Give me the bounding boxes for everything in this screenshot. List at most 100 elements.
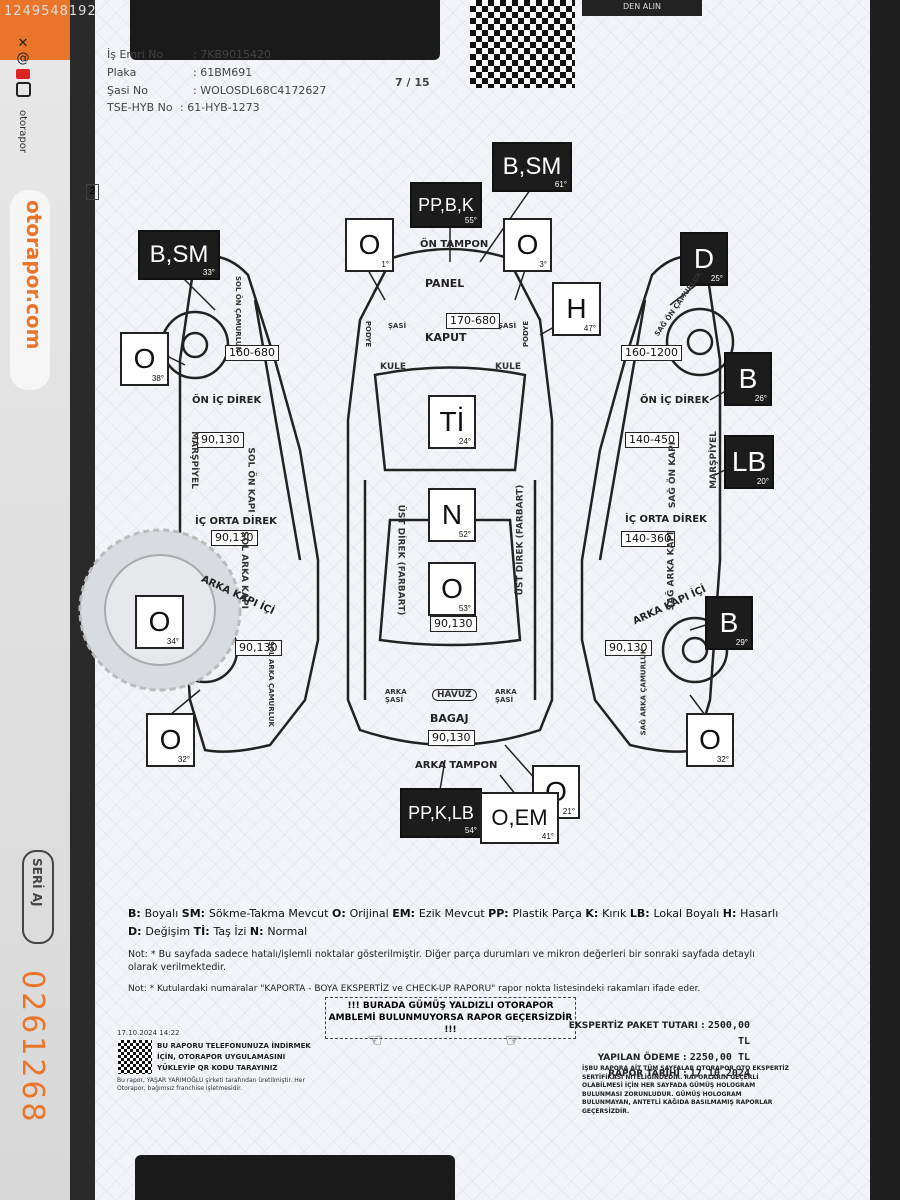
legend1-code-2: O: (331, 907, 350, 920)
label-arka-sasi-left: ARKA ŞASİ (385, 688, 407, 704)
legend1-code-5: K: (585, 907, 603, 920)
label-sasi-left: ŞASİ (388, 322, 407, 330)
legend2-code-0: D: (128, 925, 146, 938)
tarih-label: RAPOR TARİHİ : (608, 1069, 687, 1079)
legend2-code-1: Tİ: (193, 925, 214, 938)
bottom-dark-band (135, 1155, 455, 1200)
label-arka-sasi-right: ARKA ŞASİ (495, 688, 517, 704)
sasi-label: Şasi No (107, 84, 148, 97)
value-sag-on-camurluk: 160-1200 (621, 345, 682, 361)
legend2-code-2: N: (249, 925, 268, 938)
label-ust-direk-left: ÜST DİREK (FARBART) (395, 504, 406, 616)
note-2: Not: * Kutulardaki numaralar "KAPORTA - … (128, 984, 701, 994)
legend2-desc-1: Taş İzi (213, 925, 250, 938)
tarih-value: 17.10.2024 (689, 1068, 750, 1079)
footer-timestamp: 17.10.2024 14:22 (117, 1029, 180, 1037)
label-sag-on-kapi: SAĞ ÖN KAPI (668, 441, 679, 509)
legend1-code-7: H: (722, 907, 741, 920)
label-marspiyel-left: MARŞPİYEL (188, 431, 199, 489)
label-sol-arka-camurluk: SOL ARKA ÇAMURLUK (266, 641, 275, 727)
legend1-code-0: B: (128, 907, 145, 920)
footer-disclaimer: Bu rapor, YAŞAR YARIMOĞLU şirketi tarafı… (117, 1077, 305, 1092)
accent-bar (0, 0, 70, 60)
value-bagaj: 90,130 (428, 730, 475, 746)
odeme-label: YAPILAN ÖDEME : (597, 1053, 687, 1063)
legend2-desc-0: Değişim (145, 925, 194, 938)
label-sasi-right: ŞASİ (498, 322, 517, 330)
odeme-value: 2250,00 TL (689, 1052, 750, 1063)
tarih-row: RAPOR TARİHİ : 17.10.2024 (560, 1066, 750, 1082)
right-edge (870, 0, 900, 1200)
instagram-icon (15, 82, 31, 97)
value-sol-arka-kapi: 90,130 (211, 530, 258, 546)
footer-qr-code (118, 1040, 152, 1074)
top-right-text: DEN ALIN (622, 2, 661, 11)
plaka-label: Plaka (107, 66, 137, 79)
label-podye-left: PODYE (364, 320, 373, 348)
footer-right-text: İŞBU RAPORA AİT TÜM SAYFALAR OTORAPOR OT… (582, 1065, 789, 1115)
label-sag-arka-kapi: SAĞ ARKA KAPI (666, 531, 677, 611)
label-marspiyel-right: MARŞPİYEL (708, 431, 719, 489)
value-sag-on-kapi: 140-450 (625, 432, 679, 448)
label-sol-arka-kapi: SOL ARKA KAPI (238, 531, 249, 609)
label-on-ic-direk-left: ÖN İÇ DİREK (192, 395, 262, 406)
value-sag-arka-camurluk: 90,130 (605, 640, 652, 656)
legend1-code-6: LB: (629, 907, 654, 920)
label-panel: PANEL (425, 277, 465, 290)
odeme-row: YAPILAN ÖDEME : 2250,00 TL (560, 1050, 750, 1066)
legend1-desc-5: Kırık (602, 907, 630, 920)
tse-value: : 61-HYB-1273 (180, 101, 260, 114)
legend1-desc-6: Lokal Boyalı (653, 907, 723, 920)
legend-line-2: D: Değişim Tİ: Taş İzi N: Normal (128, 925, 307, 938)
label-kaput: KAPUT (425, 331, 467, 344)
top-right-tab: DEN ALIN (582, 0, 702, 16)
legend1-desc-1: Sökme-Takma Mevcut (208, 907, 332, 920)
brand-strip: 1249548192 ✕ @ otorapor otorapor.com SER… (0, 0, 96, 1200)
legend1-code-3: EM: (392, 907, 419, 920)
is-emri-label: İş Emri No (107, 48, 164, 61)
brand-pill (10, 190, 50, 390)
label-sol-on-camurluk: SOL ÖN ÇAMURLUK (234, 275, 243, 353)
legend1-desc-0: Boyalı (144, 907, 182, 920)
page-number: 7 / 15 (395, 76, 430, 89)
legend1-desc-7: Hasarlı (740, 907, 779, 920)
sasi-value: : WOLOSDL68C4172627 (193, 84, 327, 97)
label-kule-right: KULE (495, 362, 522, 372)
label-on-ic-direk-right: ÖN İÇ DİREK (640, 395, 710, 406)
label-on-tampon: ÖN TAMPON (420, 239, 489, 250)
legend1-desc-3: Ezik Mevcut (418, 907, 489, 920)
payment-block: EKSPERTİZ PAKET TUTARI : 2500,00 TL YAPI… (560, 1018, 750, 1082)
value-sol-on-camurluk: 160-680 (225, 345, 279, 361)
youtube-icon (16, 69, 30, 79)
seri-badge (22, 850, 54, 944)
plaka-value: : 61BM691 (193, 66, 253, 79)
label-ic-orta-direk-right: İÇ ORTA DİREK (625, 514, 707, 525)
top-dark-band (130, 0, 440, 60)
legend1-desc-2: Orijinal (349, 907, 393, 920)
legend-line-1: B: Boyalı SM: Sökme-Takma Mevcut O: Orij… (128, 907, 778, 920)
label-kule-left: KULE (380, 362, 407, 372)
x-icon: ✕ (17, 36, 29, 51)
paket-label: EKSPERTİZ PAKET TUTARI : (568, 1021, 705, 1031)
label-sag-arka-camurluk: SAĞ ARKA ÇAMURLUK (639, 648, 648, 736)
paket-row: EKSPERTİZ PAKET TUTARI : 2500,00 TL (560, 1018, 750, 1050)
is-emri-value: : 7KB9015420 (193, 48, 271, 61)
page-box: 2 (86, 184, 99, 200)
label-arka-tampon: ARKA TAMPON (415, 760, 498, 771)
note-1: Not: * Bu sayfada sadece hatalı/işlemli … (128, 949, 755, 973)
paket-value: 2500,00 TL (707, 1020, 750, 1047)
